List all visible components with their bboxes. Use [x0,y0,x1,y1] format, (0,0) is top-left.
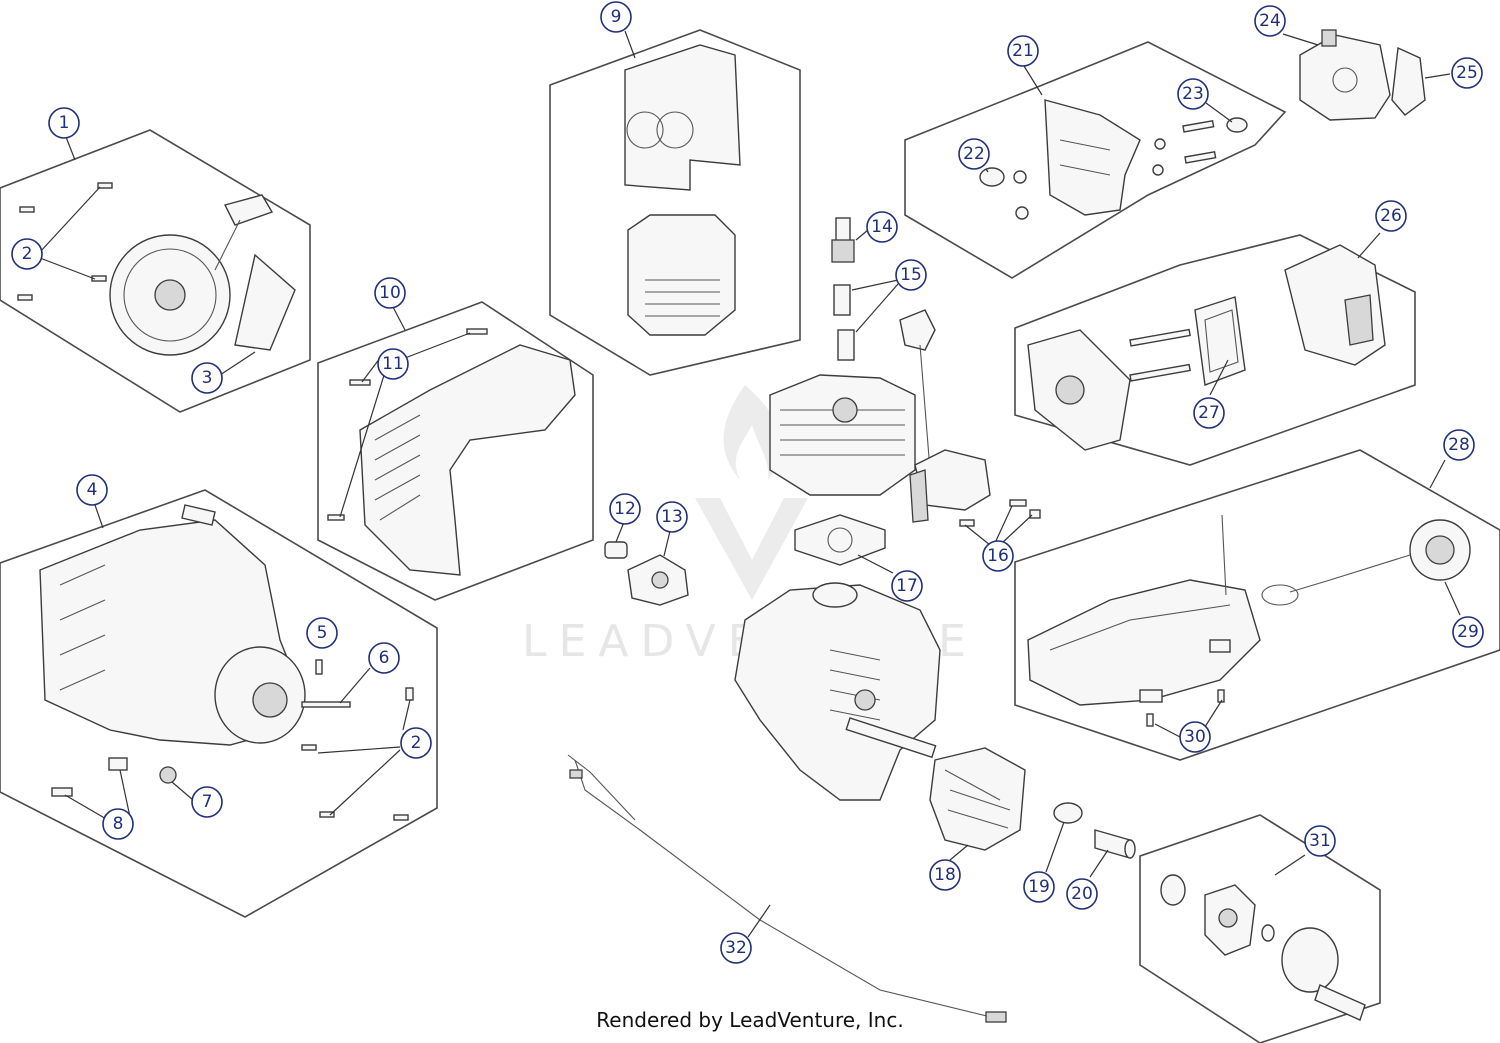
svg-text:21: 21 [1012,41,1034,61]
svg-text:10: 10 [379,283,401,303]
callout-10: 10 [374,277,406,309]
callout-7: 7 [191,786,223,818]
svg-text:29: 29 [1457,622,1479,642]
callout-16: 16 [982,540,1014,572]
callout-5: 5 [306,617,338,649]
svg-text:9: 9 [611,7,622,27]
panel-recoil-starter [0,129,311,413]
svg-text:26: 26 [1380,206,1402,226]
svg-text:1: 1 [59,113,70,133]
callout-30: 30 [1179,721,1211,753]
callout-29: 29 [1452,616,1484,648]
callout-18: 18 [929,859,961,891]
callout-13: 13 [656,501,688,533]
svg-text:12: 12 [614,499,636,519]
svg-text:7: 7 [202,792,213,812]
svg-text:2: 2 [411,733,422,753]
svg-text:14: 14 [871,217,893,237]
callout-8: 8 [102,808,134,840]
callout-11: 11 [377,348,409,380]
svg-text:25: 25 [1456,63,1478,83]
svg-text:19: 19 [1028,877,1050,897]
svg-text:2: 2 [22,244,33,264]
footer-credit: Rendered by LeadVenture, Inc. [596,1008,904,1032]
svg-text:3: 3 [202,368,213,388]
svg-text:5: 5 [317,623,328,643]
callout-31: 31 [1304,825,1336,857]
carburetor [1282,29,1451,121]
engine-assembly [604,217,1136,878]
callout-14: 14 [866,211,898,243]
callout-32: 32 [720,932,752,964]
panel-engine-housing [0,489,438,918]
callout-20: 20 [1066,878,1098,910]
callout-25: 25 [1451,57,1483,89]
svg-text:23: 23 [1182,84,1204,104]
svg-text:22: 22 [963,144,985,164]
callout-1: 1 [48,107,80,139]
svg-text:27: 27 [1198,403,1220,423]
svg-text:11: 11 [382,354,404,374]
panel-fan-cover [317,301,594,601]
svg-text:18: 18 [934,865,956,885]
flame-logo-icon [723,385,782,480]
throttle-cable [567,754,1007,1023]
panel-muffler [549,29,801,376]
callout-6: 6 [368,642,400,674]
svg-text:31: 31 [1309,831,1331,851]
callout-27: 27 [1193,397,1225,429]
svg-text:15: 15 [900,265,922,285]
panel-air-filter [1014,232,1416,466]
panel-fuel-tank [1014,449,1500,761]
callout-4: 4 [76,474,108,506]
callout-15: 15 [895,259,927,291]
callout-21: 21 [1007,35,1039,67]
v-logo-icon [695,498,808,600]
callout-28: 28 [1443,429,1475,461]
svg-text:6: 6 [379,648,390,668]
callout-3: 3 [191,362,223,394]
svg-text:16: 16 [987,546,1009,566]
callout-9: 9 [600,1,632,33]
callout-12: 12 [609,493,641,525]
svg-text:13: 13 [661,507,683,527]
svg-text:17: 17 [896,576,918,596]
callout-24: 24 [1254,5,1286,37]
svg-text:20: 20 [1071,884,1093,904]
callout-2: 2 [11,238,43,270]
callout-23: 23 [1177,78,1209,110]
panel-clutch [1139,814,1381,1043]
svg-text:32: 32 [725,938,747,958]
svg-text:24: 24 [1259,11,1281,31]
svg-text:8: 8 [113,814,124,834]
callout-19: 19 [1023,871,1055,903]
callout-2-lower: 2 [400,727,432,759]
callout-26: 26 [1375,200,1407,232]
callout-17: 17 [891,570,923,602]
svg-text:30: 30 [1184,727,1206,747]
callout-22: 22 [958,138,990,170]
svg-text:28: 28 [1448,435,1470,455]
svg-text:4: 4 [87,480,98,500]
